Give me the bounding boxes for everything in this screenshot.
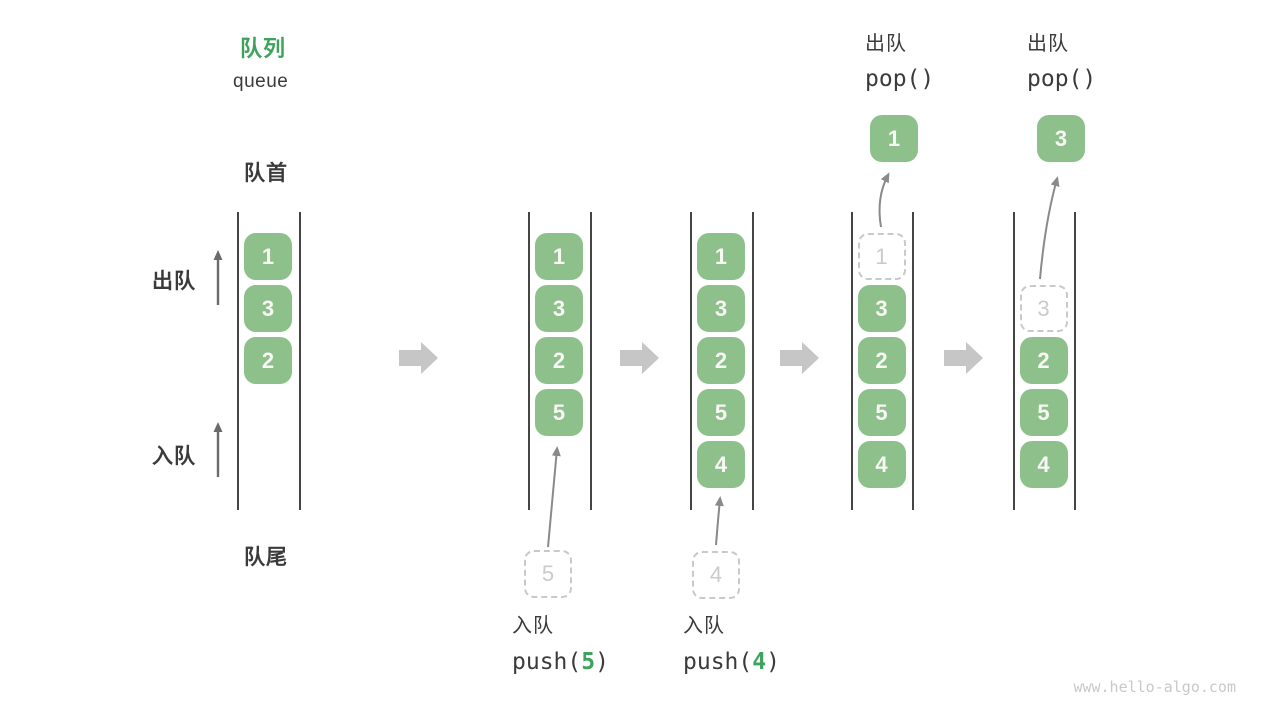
push-5-pointer-arrow-icon — [547, 446, 561, 548]
queue-wall-right — [752, 212, 754, 510]
pop-code-label: pop() — [1027, 66, 1097, 92]
watermark: www.hello-algo.com — [1073, 678, 1236, 696]
code-text: pop() — [865, 66, 935, 92]
queue-item: 2 — [697, 337, 745, 384]
pop-3-pointer-arrow-icon — [1039, 176, 1060, 280]
enqueue-side-label: 入队 — [152, 445, 196, 468]
queue-wall-right — [590, 212, 592, 510]
queue-wall-left — [851, 212, 853, 510]
queue-item: 4 — [1019, 441, 1068, 488]
enqueue-op-label: 入队 — [683, 615, 725, 637]
queue-item: 5 — [1019, 389, 1068, 436]
state-transition-arrow-icon — [780, 342, 819, 374]
queue-item: 5 — [535, 389, 583, 436]
code-text: push( — [683, 649, 753, 675]
queue-item-removed: 3 — [1019, 285, 1068, 332]
queue-wall-left — [1013, 212, 1015, 510]
enqueue-op-label: 入队 — [512, 615, 554, 637]
code-text: ) — [766, 649, 780, 675]
staged-item: 4 — [692, 551, 740, 599]
queue-item: 3 — [857, 285, 906, 332]
queue-item: 3 — [244, 285, 292, 332]
state-transition-arrow-icon — [944, 342, 983, 374]
pop-1-pointer-arrow-icon — [878, 172, 890, 228]
queue-wall-left — [237, 212, 239, 510]
queue-item: 5 — [697, 389, 745, 436]
code-text: pop() — [1027, 66, 1097, 92]
state-transition-arrow-icon — [399, 342, 438, 374]
queue-item-removed: 1 — [857, 233, 906, 280]
queue-item: 3 — [535, 285, 583, 332]
push-code-label: push(5) — [512, 649, 609, 675]
push-code-label: push(4) — [683, 649, 780, 675]
diagram-title-en: queue — [233, 71, 289, 92]
queue-item: 3 — [697, 285, 745, 332]
dequeue-side-label: 出队 — [152, 270, 196, 293]
code-argument: 4 — [752, 649, 767, 675]
queue-item: 2 — [535, 337, 583, 384]
popped-item: 3 — [1037, 115, 1085, 162]
queue-item: 4 — [697, 441, 745, 488]
queue-wall-left — [690, 212, 692, 510]
pop-code-label: pop() — [865, 66, 935, 92]
dequeue-op-label: 出队 — [1027, 33, 1069, 55]
state-transition-arrow-icon — [620, 342, 659, 374]
code-text: ) — [595, 649, 609, 675]
queue-wall-right — [912, 212, 914, 510]
staged-item: 5 — [524, 550, 572, 598]
queue-item: 2 — [1019, 337, 1068, 384]
queue-rear-label: 队尾 — [244, 546, 288, 569]
queue-item: 4 — [857, 441, 906, 488]
queue-wall-right — [299, 212, 301, 510]
code-text: push( — [512, 649, 582, 675]
queue-front-label: 队首 — [244, 162, 288, 185]
code-argument: 5 — [581, 649, 596, 675]
queue-item: 1 — [535, 233, 583, 280]
queue-item: 2 — [244, 337, 292, 384]
queue-wall-left — [528, 212, 530, 510]
push-4-pointer-arrow-icon — [714, 496, 724, 546]
queue-item: 1 — [697, 233, 745, 280]
dequeue-op-label: 出队 — [865, 33, 907, 55]
queue-item: 5 — [857, 389, 906, 436]
queue-item: 2 — [857, 337, 906, 384]
popped-item: 1 — [870, 115, 918, 162]
queue-item: 1 — [244, 233, 292, 280]
queue-wall-right — [1074, 212, 1076, 510]
diagram-title-zh: 队列 — [240, 36, 287, 61]
